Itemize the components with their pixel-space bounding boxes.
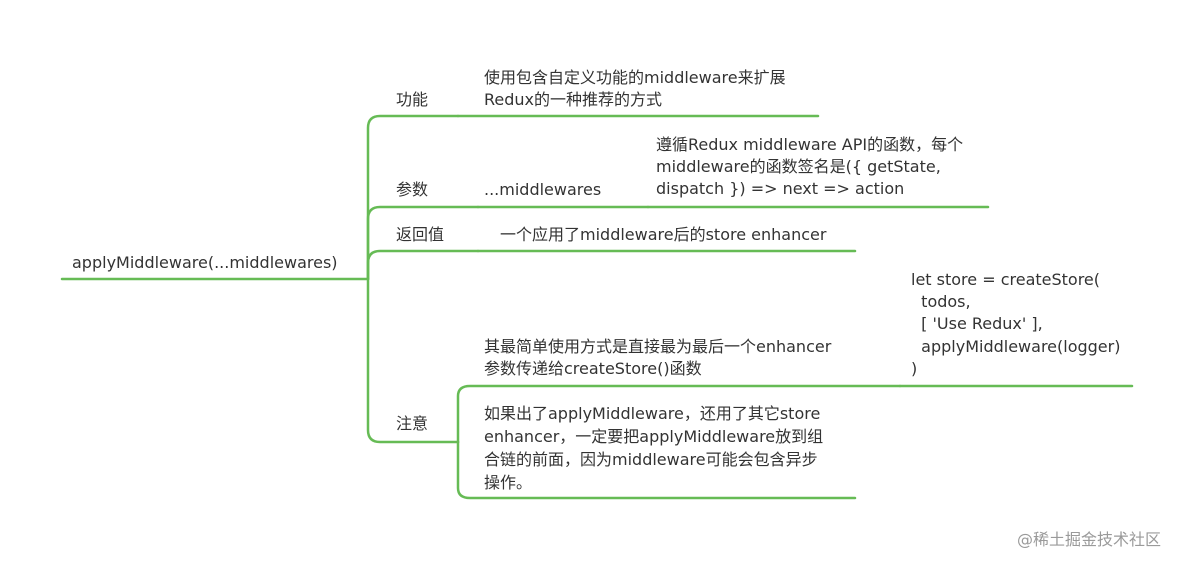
params-child-node[interactable]: ...middlewares	[484, 180, 602, 199]
watermark: @稀土掘金技术社区	[1017, 530, 1162, 549]
branch-params-label[interactable]: 参数	[396, 180, 429, 199]
branch-connector-params	[366, 205, 480, 281]
notes-note2-line1: 如果出了applyMiddleware，还用了其它store	[484, 404, 821, 423]
notes-connector-note2	[456, 440, 857, 500]
code-line3: [ 'Use Redux' ],	[911, 314, 1043, 333]
notes-note2-line2: enhancer，一定要把applyMiddleware放到组	[484, 427, 824, 446]
params-desc-line2: middleware的函数签名是({ getState,	[656, 157, 941, 176]
branch-connector-notes	[366, 277, 460, 444]
code-line1: let store = createStore(	[911, 270, 1101, 289]
code-line4: applyMiddleware(logger)	[911, 337, 1121, 356]
function-desc-line2: Redux的一种推荐的方式	[484, 90, 663, 109]
notes-note2-line3: 合链的前面，因为middleware可能会包含异步	[484, 450, 818, 469]
return-desc: 一个应用了middleware后的store enhancer	[500, 225, 827, 244]
branch-return-label[interactable]: 返回值	[396, 225, 445, 244]
notes-note1-line2: 参数传递给createStore()函数	[484, 359, 702, 378]
params-desc-line1: 遵循Redux middleware API的函数，每个	[656, 135, 964, 154]
code-line2: todos,	[911, 292, 971, 311]
branch-connector-function	[366, 114, 460, 281]
notes-note1-line1: 其最简单使用方式是直接最为最后一个enhancer	[484, 337, 832, 356]
params-desc-line3: dispatch }) => next => action	[656, 179, 905, 198]
code-line5: )	[911, 359, 918, 378]
notes-connector-note1	[456, 384, 902, 444]
branch-notes-label[interactable]: 注意	[396, 414, 429, 433]
branch-connector-return	[366, 249, 480, 281]
notes-note2-line4: 操作。	[484, 473, 533, 492]
branch-function-label[interactable]: 功能	[396, 90, 429, 109]
function-desc-line1: 使用包含自定义功能的middleware来扩展	[484, 68, 786, 87]
root-node[interactable]: applyMiddleware(...middlewares)	[72, 253, 338, 272]
